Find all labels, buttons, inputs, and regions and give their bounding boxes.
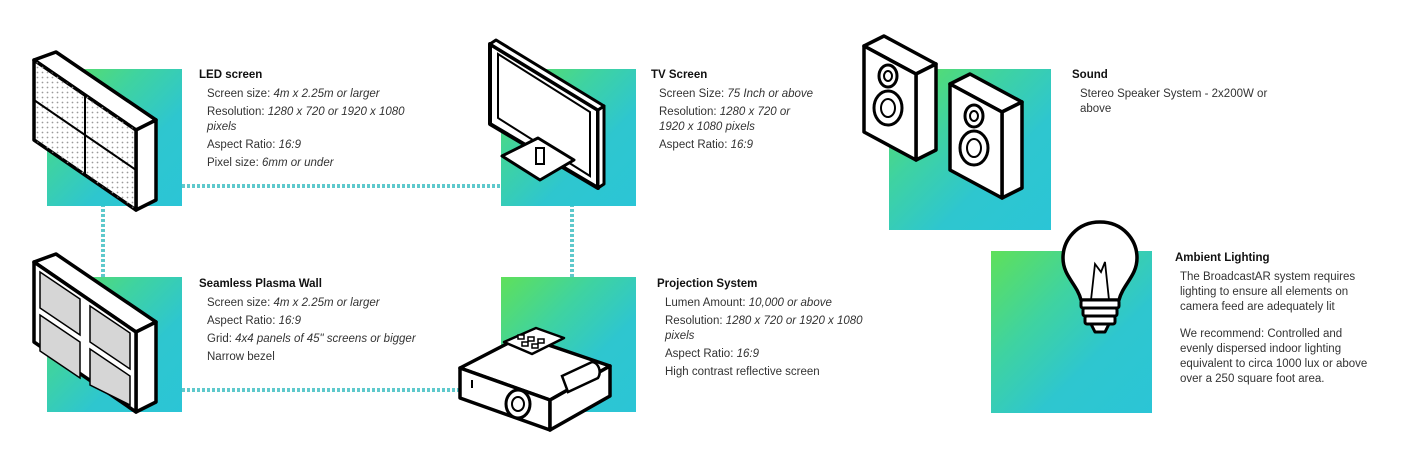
plasma-spec-size: Screen size: 4m x 2.25m or larger [207, 297, 380, 309]
tv-spec-aspect: Aspect Ratio: 16:9 [659, 139, 753, 151]
led-screen-info: LED screen Screen size: 4m x 2.25m or la… [199, 68, 429, 174]
plasma-wall-icon [32, 252, 158, 414]
plasma-wall-title: Seamless Plasma Wall [199, 278, 322, 290]
led-wall-icon [32, 50, 158, 212]
lighting-recommendation-text: We recommend: Controlled and evenly disp… [1180, 328, 1368, 385]
sound-title: Sound [1072, 69, 1108, 81]
projection-spec-screen: High contrast reflective screen [665, 366, 820, 378]
plasma-wall-info: Seamless Plasma Wall Screen size: 4m x 2… [199, 277, 459, 368]
ambient-lighting-title: Ambient Lighting [1175, 252, 1270, 264]
projection-spec-aspect: Aspect Ratio: 16:9 [665, 348, 759, 360]
ambient-lighting-info: Ambient Lighting The BroadcastAR system … [1175, 251, 1375, 399]
connector-led-plasma [101, 206, 105, 277]
tv-screen-info: TV Screen Screen Size: 75 Inch or above … [651, 68, 841, 156]
speakers-icon [862, 34, 1024, 200]
plasma-spec-aspect: Aspect Ratio: 16:9 [207, 315, 301, 327]
led-spec-resolution: Resolution: 1280 x 720 or 1920 x 1080 pi… [207, 106, 405, 133]
tv-spec-resolution: Resolution: 1280 x 720 or 1920 x 1080 pi… [659, 106, 791, 133]
sound-info: Sound Stereo Speaker System - 2x200W or … [1072, 68, 1282, 120]
projector-icon [458, 326, 612, 432]
tv-screen-title: TV Screen [651, 69, 708, 81]
projection-spec-resolution: Resolution: 1280 x 720 or 1920 x 1080 pi… [665, 315, 863, 342]
lighting-requirement-text: The BroadcastAR system requires lighting… [1180, 271, 1356, 313]
projection-spec-lumen: Lumen Amount: 10,000 or above [665, 297, 832, 309]
connector-led-tv [182, 184, 502, 188]
sound-spec-speakers: Stereo Speaker System - 2x200W or above [1080, 88, 1268, 115]
plasma-spec-grid: Grid: 4x4 panels of 45" screens or bigge… [207, 333, 416, 345]
light-bulb-icon [1061, 220, 1139, 334]
projection-system-info: Projection System Lumen Amount: 10,000 o… [657, 277, 897, 383]
led-spec-pixel: Pixel size: 6mm or under [207, 157, 334, 169]
led-spec-aspect: Aspect Ratio: 16:9 [207, 139, 301, 151]
tv-screen-icon [488, 38, 606, 190]
projection-system-title: Projection System [657, 278, 758, 290]
connector-tv-projection [570, 206, 574, 277]
led-spec-size: Screen size: 4m x 2.25m or larger [207, 88, 380, 100]
plasma-spec-bezel: Narrow bezel [207, 351, 275, 363]
connector-plasma-projection [182, 388, 502, 392]
led-screen-title: LED screen [199, 69, 263, 81]
tv-spec-size: Screen Size: 75 Inch or above [659, 88, 814, 100]
